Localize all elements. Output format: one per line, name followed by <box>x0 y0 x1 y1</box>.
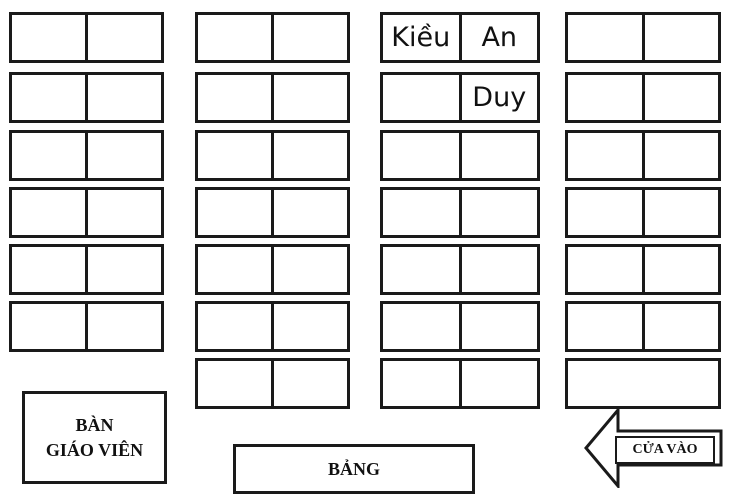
seat <box>458 304 538 349</box>
seat: Kiều <box>391 22 451 53</box>
desk <box>195 130 350 181</box>
seat <box>568 15 642 60</box>
seat <box>271 133 347 178</box>
entrance-arrow-icon <box>584 408 723 488</box>
seat <box>568 75 642 120</box>
desk <box>565 12 721 63</box>
seat <box>85 133 161 178</box>
desk <box>9 187 164 238</box>
blackboard: BẢNG <box>233 444 475 494</box>
desk <box>380 187 540 238</box>
desk <box>380 244 540 295</box>
seat <box>85 304 161 349</box>
seat <box>198 247 271 292</box>
seat <box>383 133 459 178</box>
seat <box>383 361 459 406</box>
seat <box>198 304 271 349</box>
desk <box>380 301 540 352</box>
seat: Duy <box>458 75 538 120</box>
seat <box>641 15 719 60</box>
seat <box>641 75 719 120</box>
desk <box>195 358 350 409</box>
seat <box>458 247 538 292</box>
seat <box>85 75 161 120</box>
desk <box>195 244 350 295</box>
seat <box>271 361 347 406</box>
seat <box>458 133 538 178</box>
desk <box>565 301 721 352</box>
seat <box>12 75 85 120</box>
desk <box>9 130 164 181</box>
seat <box>383 75 459 120</box>
desk <box>9 72 164 123</box>
seat <box>12 15 85 60</box>
teacher-desk-label-line2: GIÁO VIÊN <box>45 439 144 460</box>
seat <box>271 247 347 292</box>
desk: Duy <box>380 72 540 123</box>
desk <box>9 12 164 63</box>
seat <box>85 15 161 60</box>
desk <box>195 187 350 238</box>
seat <box>271 190 347 235</box>
desk <box>380 358 540 409</box>
teacher-desk-label-line1: BÀN <box>75 414 114 435</box>
seat <box>271 15 347 60</box>
teacher-desk: BÀN GIÁO VIÊN <box>22 391 167 484</box>
seat <box>568 361 718 406</box>
blackboard-label: BẢNG <box>327 458 380 479</box>
seat <box>198 133 271 178</box>
desk <box>565 187 721 238</box>
seat <box>568 190 642 235</box>
seat <box>12 247 85 292</box>
desk <box>9 244 164 295</box>
seat: An <box>458 15 538 60</box>
seat <box>641 304 719 349</box>
desk <box>195 301 350 352</box>
desk <box>195 12 350 63</box>
seat <box>383 190 459 235</box>
seat <box>85 190 161 235</box>
desk <box>195 72 350 123</box>
seat <box>458 361 538 406</box>
seat <box>641 247 719 292</box>
seat <box>198 190 271 235</box>
seat <box>198 75 271 120</box>
seat <box>568 133 642 178</box>
seat <box>12 190 85 235</box>
seat <box>271 75 347 120</box>
seat <box>198 15 271 60</box>
seat <box>12 133 85 178</box>
desk <box>9 301 164 352</box>
seat <box>85 247 161 292</box>
seat <box>568 247 642 292</box>
seat <box>641 133 719 178</box>
seat <box>271 304 347 349</box>
seat <box>383 304 459 349</box>
seat <box>383 247 459 292</box>
seat <box>458 190 538 235</box>
seat <box>12 304 85 349</box>
seat <box>568 304 642 349</box>
seat <box>198 361 271 406</box>
desk <box>565 72 721 123</box>
seat <box>641 190 719 235</box>
desk <box>565 244 721 295</box>
desk <box>565 130 721 181</box>
desk <box>565 358 721 409</box>
desk <box>380 130 540 181</box>
entrance-label: CỬA VÀO <box>632 442 698 457</box>
